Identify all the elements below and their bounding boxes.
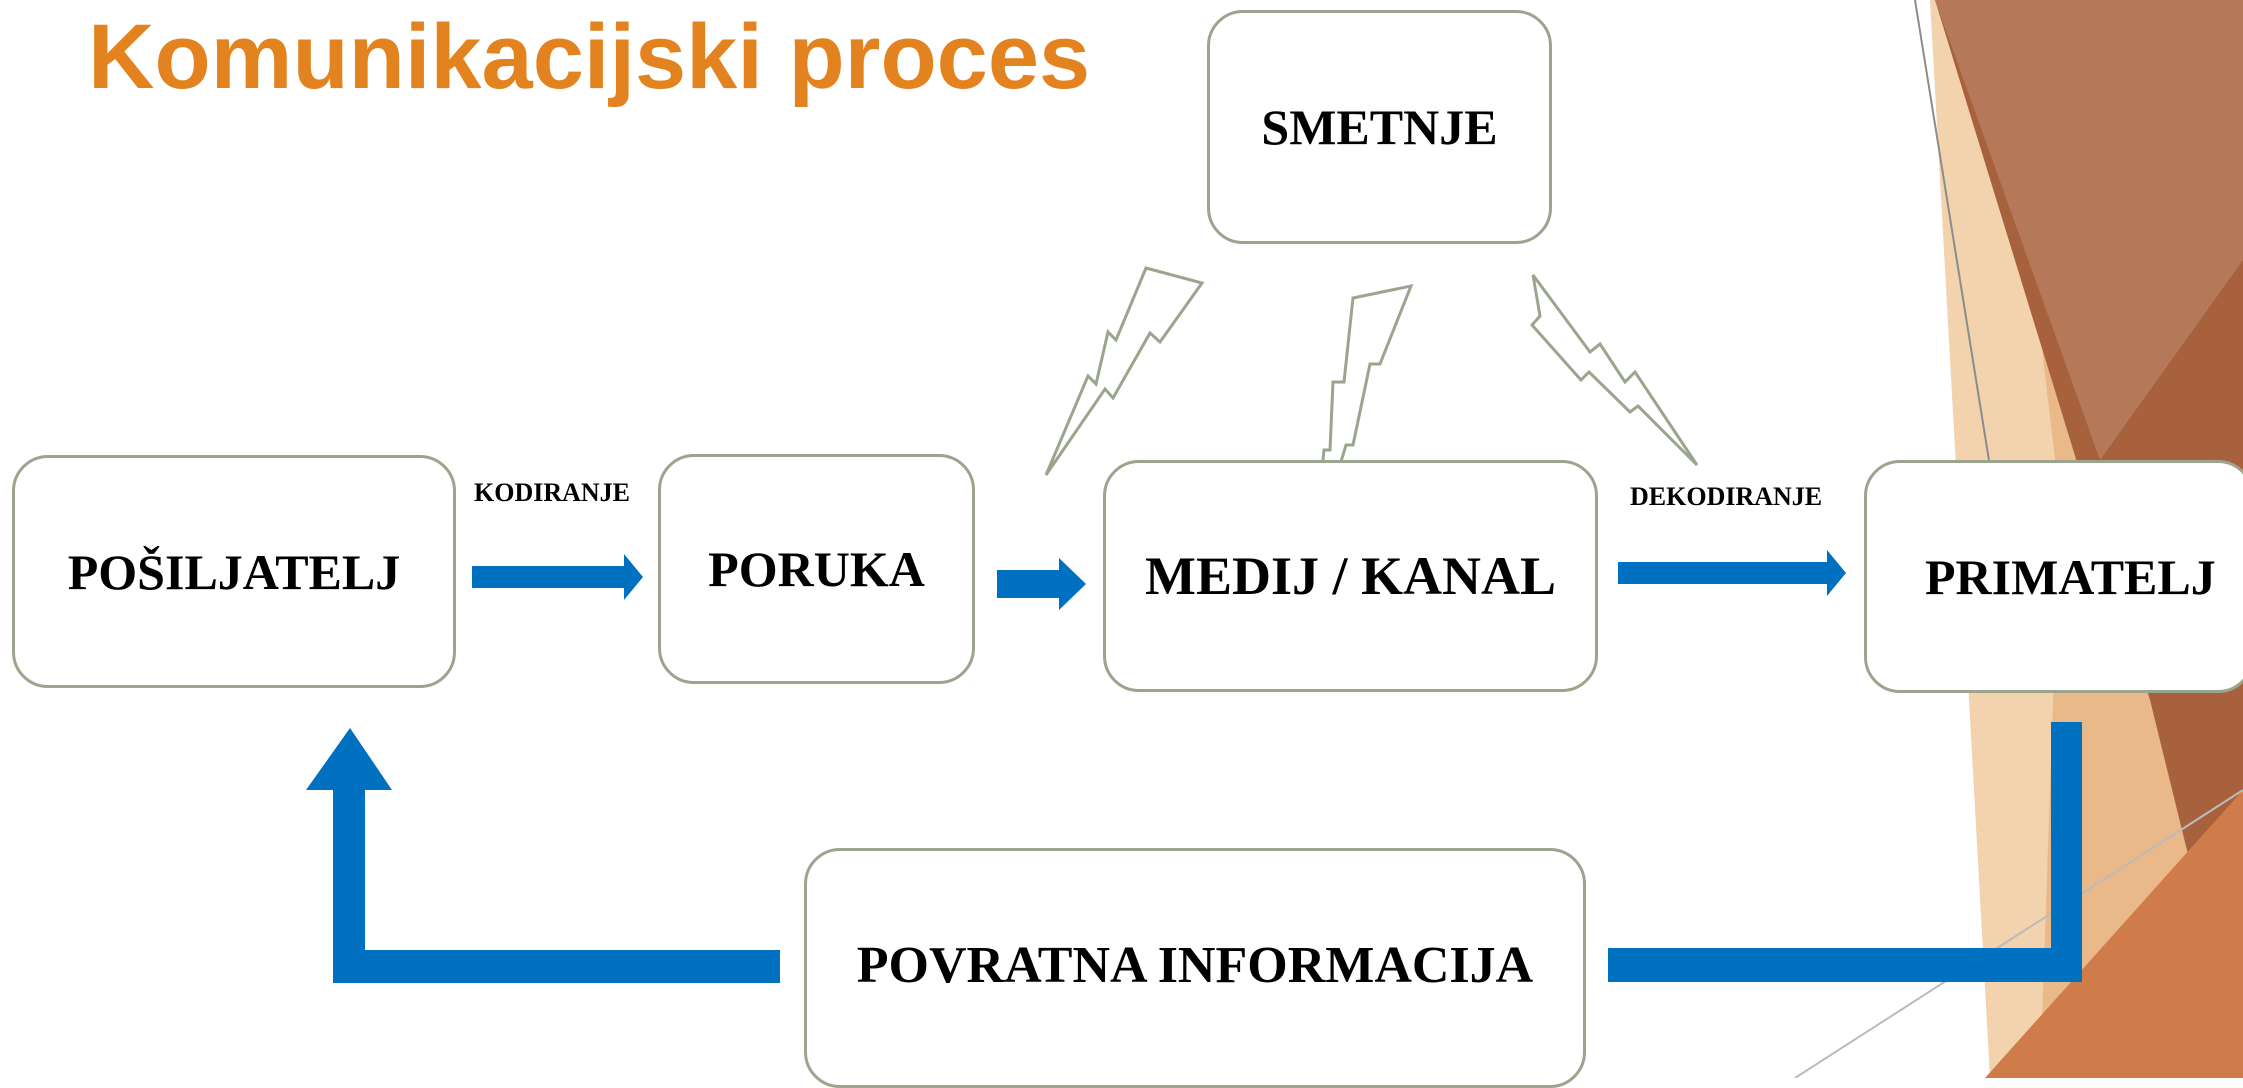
page-title: Komunikacijski proces bbox=[88, 6, 1091, 108]
node-posiljatelj: POŠILJATELJ bbox=[12, 455, 456, 688]
decor-orange-shape bbox=[1985, 790, 2243, 1078]
arrow-primatelj-to-povratna bbox=[1608, 722, 2082, 982]
node-primatelj: PRIMATELJ bbox=[1864, 460, 2243, 693]
node-smetnje-label: SMETNJE bbox=[1261, 99, 1498, 155]
lightning-bolt-left-icon bbox=[1044, 266, 1205, 476]
node-povratna-informacija: POVRATNA INFORMACIJA bbox=[804, 848, 1586, 1088]
node-smetnje: SMETNJE bbox=[1207, 10, 1552, 244]
node-medij-kanal: MEDIJ / KANAL bbox=[1103, 460, 1598, 692]
node-posiljatelj-label: POŠILJATELJ bbox=[67, 543, 401, 600]
arrow-posiljatelj-to-poruka bbox=[472, 554, 643, 600]
edge-label-dekodiranje: DEKODIRANJE bbox=[1630, 482, 1823, 511]
decor-thin-line-2 bbox=[1794, 789, 2243, 1078]
node-primatelj-label: PRIMATELJ bbox=[1925, 548, 2216, 605]
arrow-medij-to-primatelj bbox=[1618, 550, 1846, 596]
node-medij-kanal-label: MEDIJ / KANAL bbox=[1144, 546, 1556, 606]
arrow-povratna-to-posiljatelj bbox=[306, 728, 780, 983]
arrow-poruka-to-medij bbox=[997, 558, 1086, 610]
edge-label-kodiranje: KODIRANJE bbox=[474, 478, 631, 507]
node-poruka-label: PORUKA bbox=[708, 541, 925, 597]
node-povratna-informacija-label: POVRATNA INFORMACIJA bbox=[856, 937, 1534, 994]
node-poruka: PORUKA bbox=[658, 454, 975, 684]
lightning-bolt-right-icon bbox=[1529, 274, 1699, 467]
decor-brown-light-shape bbox=[1935, 0, 2243, 460]
